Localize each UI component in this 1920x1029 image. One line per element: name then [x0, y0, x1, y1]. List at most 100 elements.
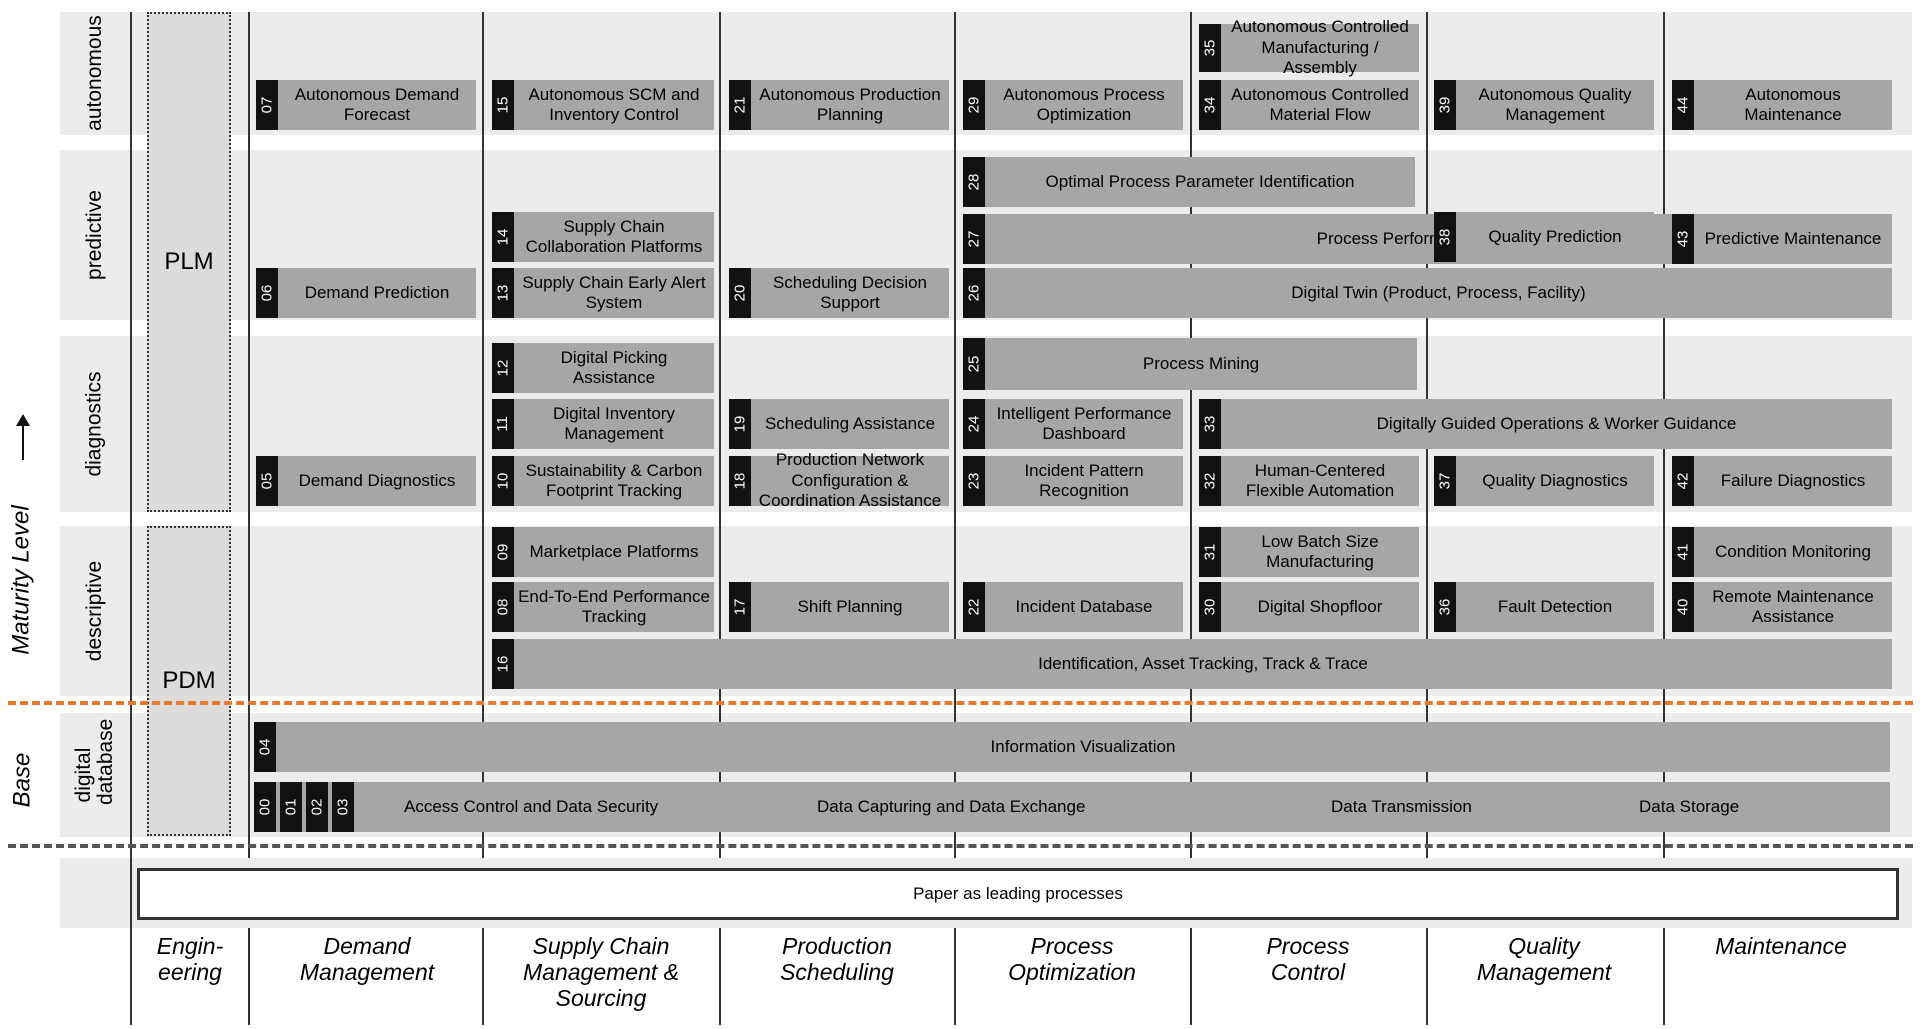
use-case-label: Demand Diagnostics: [298, 470, 456, 490]
use-case-box: 33 Digitally Guided Operations & Worker G…: [1199, 399, 1892, 449]
use-case-label: Production Network Configuration & Coord…: [758, 450, 942, 511]
item-number: 03: [332, 782, 354, 832]
item-number: 23: [963, 456, 985, 506]
use-case-label: Autonomous Production Planning: [759, 84, 941, 124]
use-case-label: Intelligent Performance Dashboard: [996, 403, 1172, 443]
item-number: 38: [1434, 212, 1456, 262]
column-divider: [130, 12, 132, 1025]
use-case-label: Digital Picking Assistance: [560, 347, 668, 387]
use-case-box: 14 Supply Chain Collaboration Platforms: [492, 212, 714, 262]
column-divider: [954, 928, 956, 1025]
item-number: 14: [492, 212, 514, 262]
item-number: 42: [1672, 456, 1694, 506]
maturity-level-label: Maturity Level: [8, 505, 36, 655]
item-number: 18: [729, 456, 751, 506]
use-case-label: Digitally Guided Operations & Worker Gui…: [1376, 413, 1737, 433]
paper-processes-bar: Paper as leading processes: [137, 868, 1899, 920]
use-case-label: Incident Pattern Recognition: [1024, 460, 1144, 500]
column-label-maintenance: Maintenance: [1715, 933, 1847, 959]
use-case-label: Digital Twin (Product, Process, Facility…: [1291, 282, 1586, 302]
column-divider: [1426, 928, 1428, 1025]
item-number: 39: [1434, 80, 1456, 130]
use-case-label: Failure Diagnostics: [1720, 470, 1866, 490]
use-case-label: Digital Inventory Management: [553, 403, 675, 443]
base-label: Base: [8, 752, 36, 808]
item-number: 44: [1672, 80, 1694, 130]
item-number: 09: [492, 527, 514, 577]
use-case-label: Information Visualization: [990, 736, 1176, 756]
use-case-label: Autonomous SCM and Inventory Control: [528, 84, 700, 124]
use-case-label: Autonomous Quality Management: [1478, 84, 1632, 124]
item-number: 35: [1199, 24, 1221, 72]
use-case-label: Demand Prediction: [304, 282, 450, 302]
use-case-box: 29 Autonomous Process Optimization: [963, 80, 1183, 130]
item-number: 19: [729, 399, 751, 449]
base-label-data-storage: Data Storage: [1639, 796, 1740, 816]
use-case-label: Digital Shopfloor: [1257, 596, 1383, 616]
use-case-box: 39 Autonomous Quality Management: [1434, 80, 1654, 130]
use-case-label: Human-Centered Flexible Automation: [1245, 460, 1395, 500]
column-divider: [954, 12, 956, 858]
column-divider: [719, 928, 721, 1025]
item-number: 08: [492, 582, 514, 632]
base-separator-line: [8, 701, 1913, 705]
use-case-label: Supply Chain Collaboration Platforms: [525, 216, 703, 256]
column-divider: [482, 928, 484, 1025]
use-case-box: 23 Incident Pattern Recognition: [963, 456, 1183, 506]
use-case-label: Autonomous Demand Forecast: [294, 84, 460, 124]
item-number: 24: [963, 399, 985, 449]
row-label-diagnostics: diagnostics: [82, 371, 106, 477]
item-number: 06: [256, 268, 278, 318]
item-number: 21: [729, 80, 751, 130]
item-number: 16: [492, 639, 514, 689]
use-case-label: Incident Database: [1015, 596, 1153, 616]
item-number: 10: [492, 456, 514, 506]
column-label-demand: Demand Management: [299, 933, 435, 985]
use-case-label: Quality Prediction: [1488, 226, 1622, 246]
use-case-box: 24 Intelligent Performance Dashboard: [963, 399, 1183, 449]
use-case-box: 26 Digital Twin (Product, Process, Facili…: [963, 268, 1892, 318]
use-case-label: Quality Diagnostics: [1482, 470, 1628, 490]
column-label-scm: Supply Chain Management & Sourcing: [523, 933, 679, 1011]
use-case-label: Autonomous Process Optimization: [1003, 84, 1165, 124]
item-number: 27: [963, 214, 985, 264]
row-label-descriptive: descriptive: [82, 560, 106, 662]
use-case-label: Scheduling Decision Support: [772, 272, 928, 312]
item-number: 32: [1199, 456, 1221, 506]
item-number: 26: [963, 268, 985, 318]
use-case-label: Process Mining: [1142, 353, 1260, 373]
item-number: 28: [963, 157, 985, 207]
item-number: 01: [280, 782, 302, 832]
item-number: 33: [1199, 399, 1221, 449]
use-case-box: 15 Autonomous SCM and Inventory Control: [492, 80, 714, 130]
item-number: 22: [963, 582, 985, 632]
use-case-label: Condition Monitoring: [1715, 541, 1871, 561]
base-label-access-control: Access Control and Data Security: [404, 796, 659, 816]
column-divider: [1190, 928, 1192, 1025]
pdm-box: PDM: [147, 526, 231, 836]
plm-box: PLM: [147, 12, 231, 512]
item-number: 29: [963, 80, 985, 130]
item-number: 17: [729, 582, 751, 632]
row-label-autonomous: autonomous: [82, 15, 106, 132]
item-number: 15: [492, 80, 514, 130]
item-number: 43: [1672, 214, 1694, 264]
up-arrow-shaft: [22, 418, 24, 460]
